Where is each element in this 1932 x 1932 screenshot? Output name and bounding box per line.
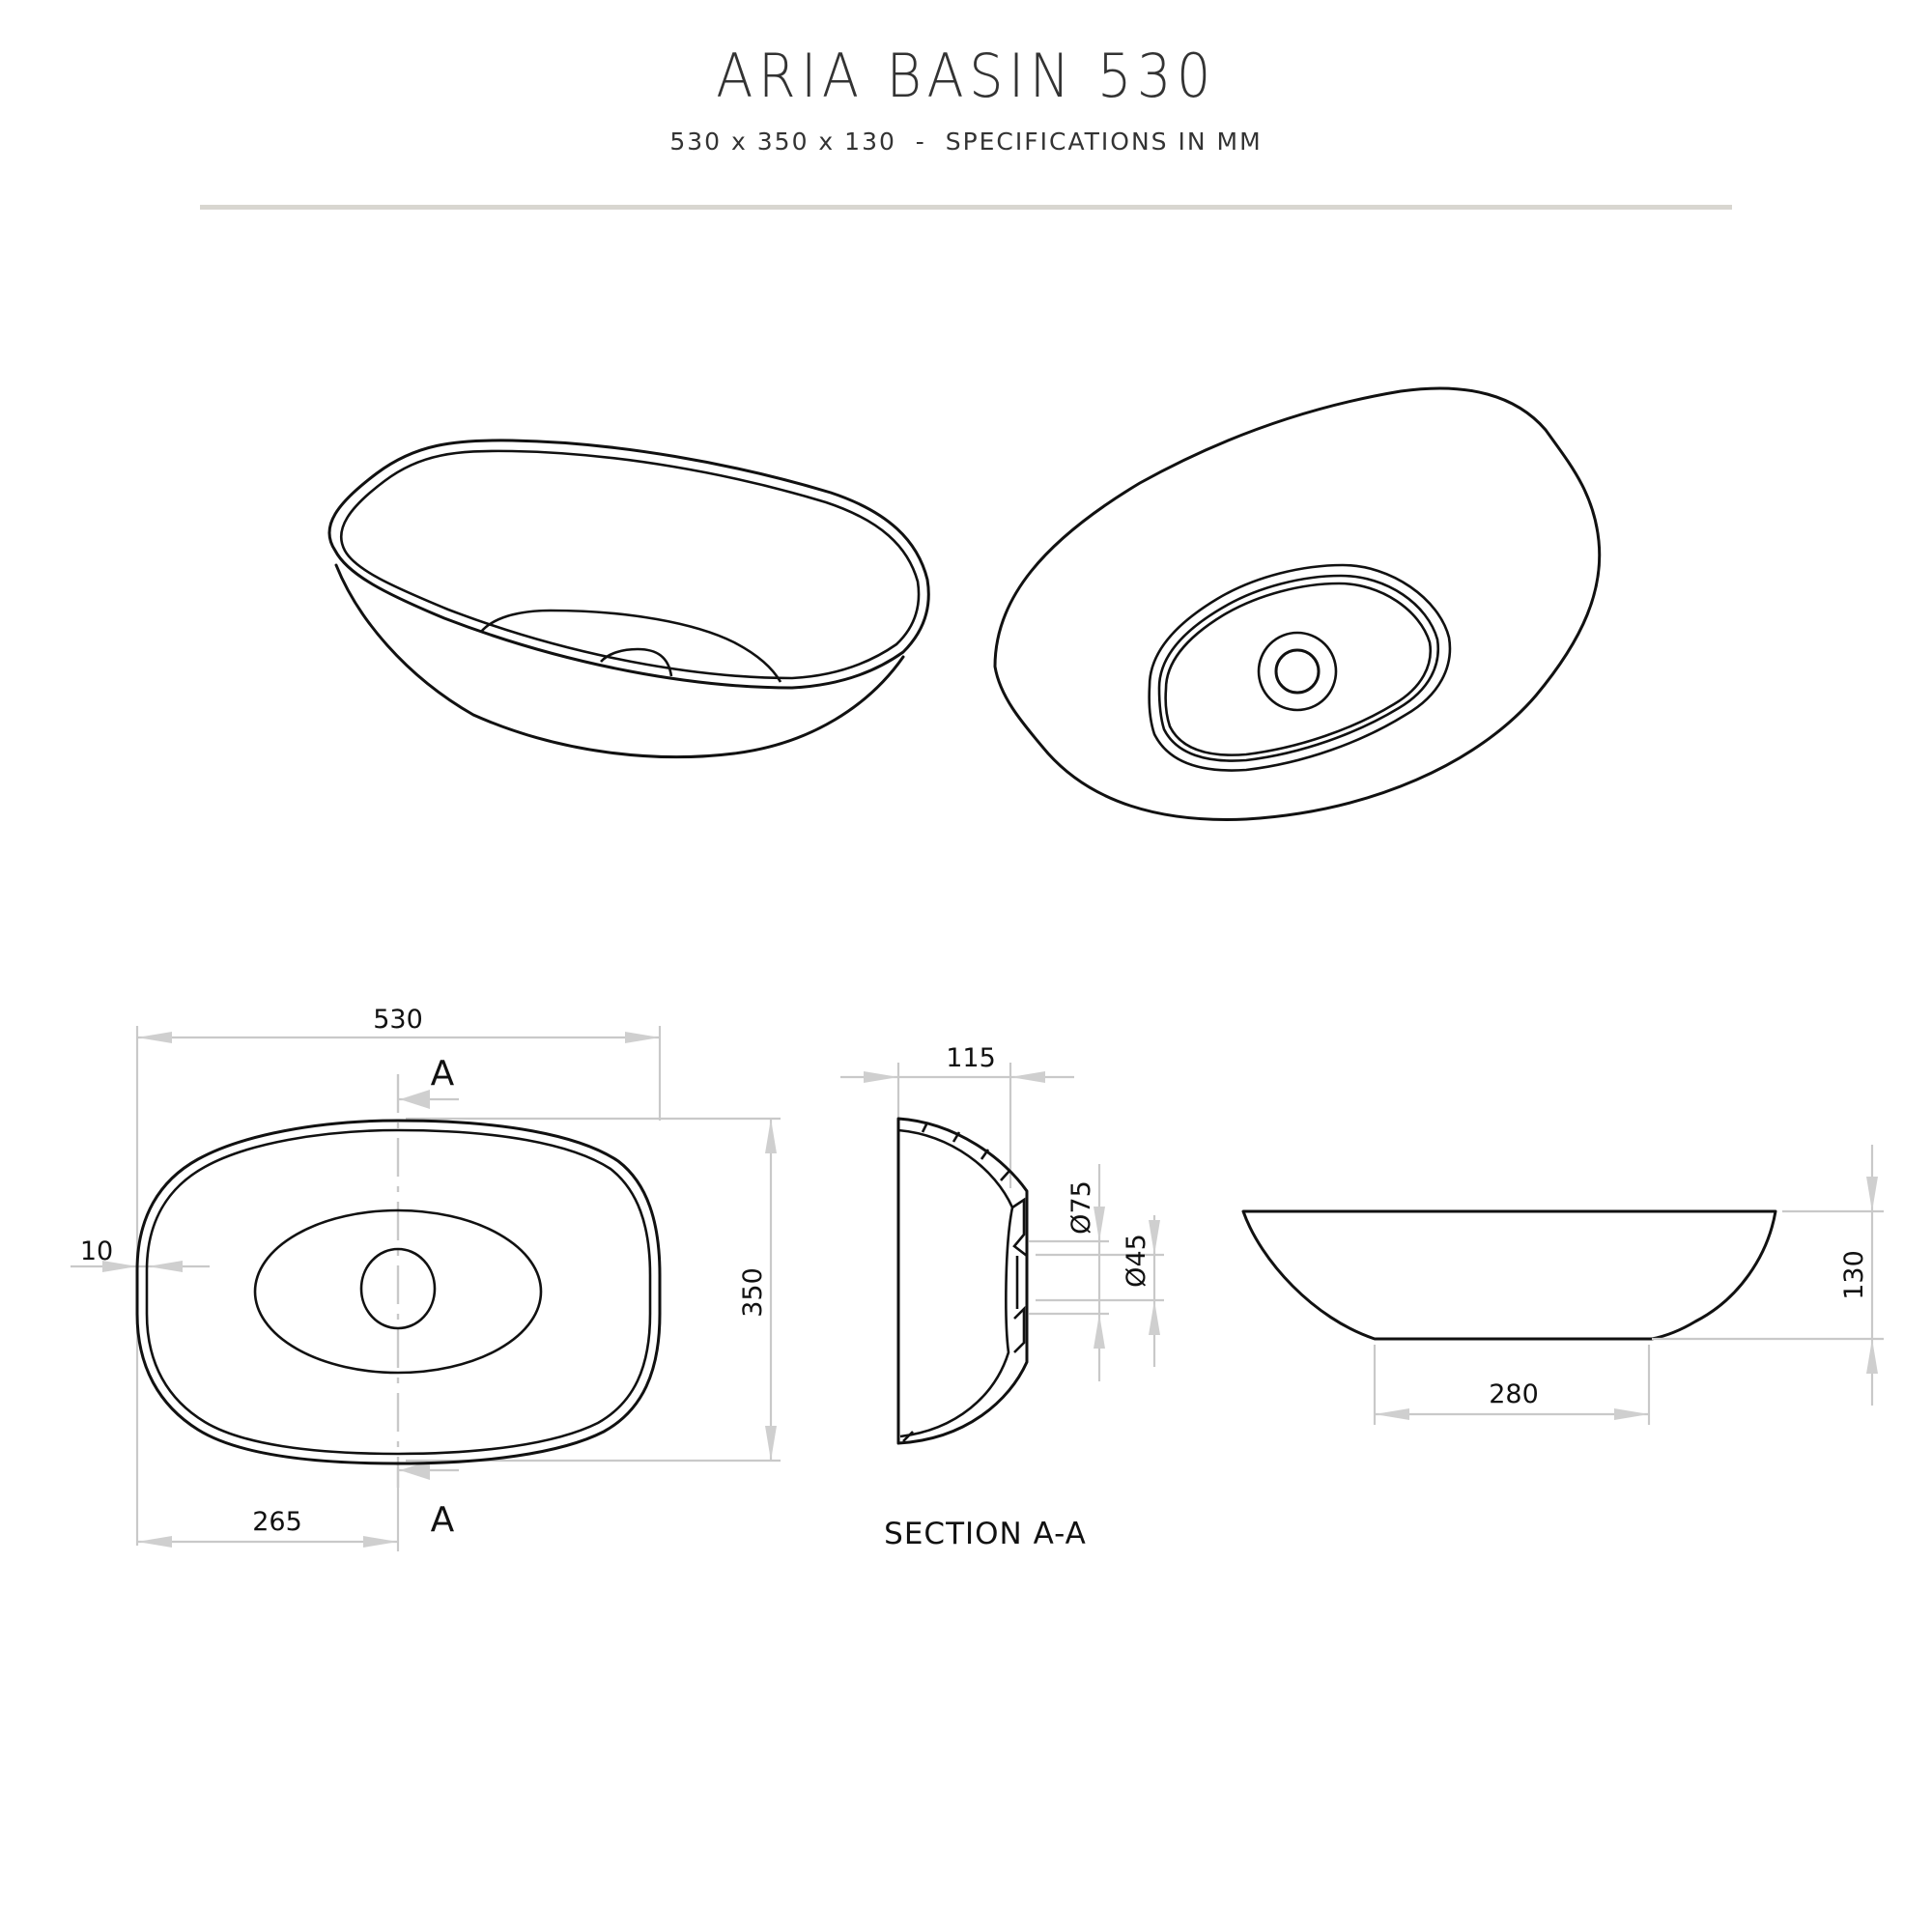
dim-width-label: 350 xyxy=(738,1267,768,1318)
dim-half-length-label: 265 xyxy=(252,1507,302,1537)
plan-view: 530 350 10 265 A A xyxy=(71,1005,781,1551)
section-caption: SECTION A-A xyxy=(884,1517,1087,1551)
section-view: 115 Ø75 Ø45 SECTION A-A xyxy=(840,1043,1164,1551)
isometric-view-underside xyxy=(993,386,1602,821)
isometric-view-top xyxy=(327,439,930,759)
elevation-view: 130 280 xyxy=(1241,1145,1884,1425)
dim-section-depth-label: 115 xyxy=(946,1043,996,1073)
dim-height-label: 130 xyxy=(1839,1250,1869,1300)
section-marker-top: A xyxy=(431,1054,455,1094)
dim-waste-inner-label: Ø45 xyxy=(1122,1234,1151,1288)
page-title: ARIA BASIN 530 xyxy=(716,41,1216,111)
dim-length-label: 530 xyxy=(373,1005,423,1035)
section-marker-bottom: A xyxy=(431,1500,455,1540)
dim-waste-outer-label: Ø75 xyxy=(1066,1180,1096,1235)
header-divider xyxy=(200,205,1732,210)
dim-base-width-label: 280 xyxy=(1489,1379,1539,1409)
dim-rim-label: 10 xyxy=(80,1236,113,1266)
page-subtitle: 530 x 350 x 130 - SPECIFICATIONS IN MM xyxy=(669,128,1263,156)
